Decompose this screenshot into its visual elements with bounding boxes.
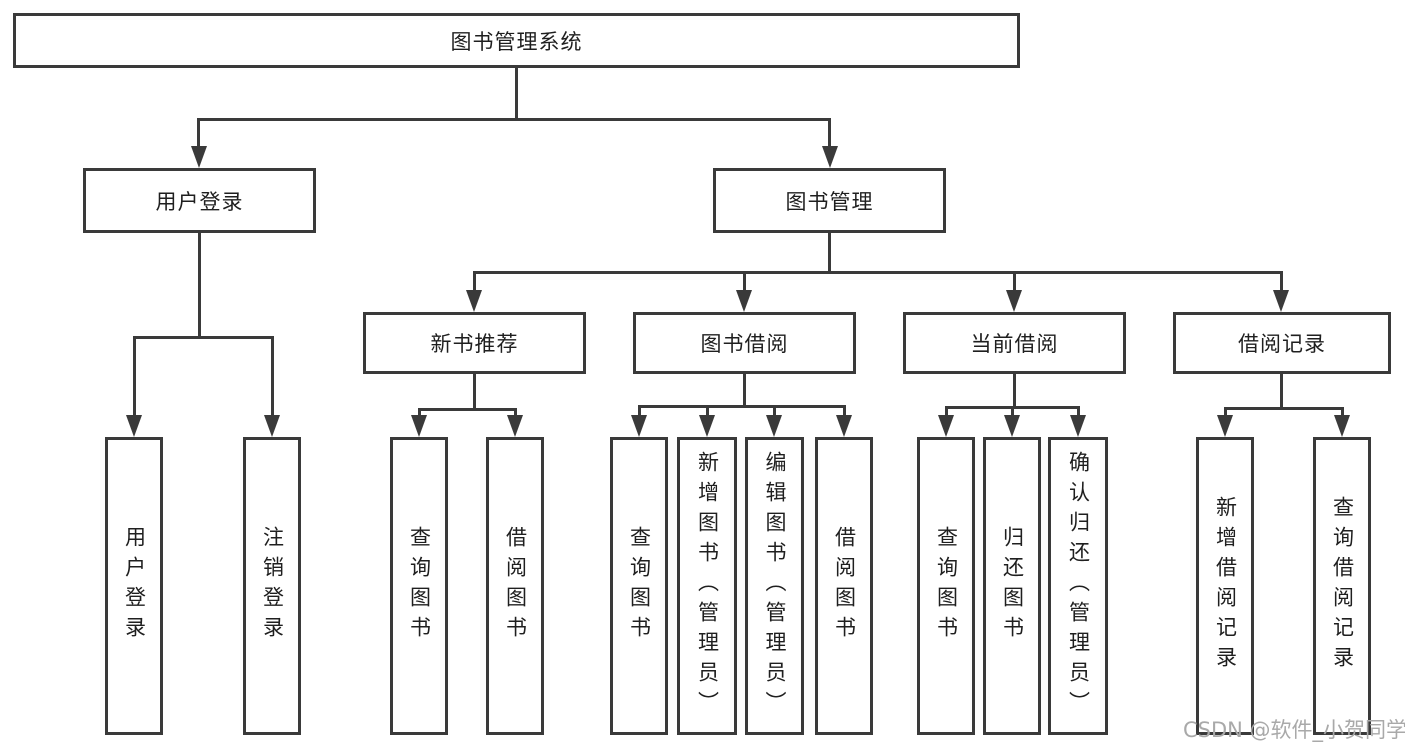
connector-line xyxy=(843,405,846,419)
arrowhead xyxy=(836,415,852,437)
connector-line xyxy=(514,408,517,420)
connector-line xyxy=(773,405,776,419)
leaf-confirm-return-admin-label: 确认归还（管理员） xyxy=(1066,451,1091,721)
arrowhead xyxy=(507,415,523,437)
connector-line xyxy=(1224,407,1344,410)
node-book-borrow-label: 图书借阅 xyxy=(700,332,789,356)
node-book-management-label: 图书管理 xyxy=(785,189,874,214)
leaf-borrow-books-recommend-label: 借阅图书 xyxy=(503,526,528,646)
node-root-label: 图书管理系统 xyxy=(450,29,583,54)
leaf-add-books-admin-label: 新增图书（管理员） xyxy=(695,451,720,721)
leaf-query-borrow-record-label: 查询借阅记录 xyxy=(1330,496,1355,676)
leaf-query-books-borrow-label: 查询图书 xyxy=(627,526,652,646)
connector-line xyxy=(271,336,274,419)
connector-line xyxy=(133,336,274,339)
leaf-logout-label: 注销登录 xyxy=(260,526,285,646)
node-new-book-recommend-label: 新书推荐 xyxy=(430,332,519,356)
node-new-book-recommend: 新书推荐 xyxy=(363,312,586,374)
arrowhead xyxy=(938,415,954,437)
csdn-watermark: CSDN @软件_小贺同学 xyxy=(1183,718,1405,742)
connector-line xyxy=(743,374,746,405)
connector-line xyxy=(515,68,518,118)
leaf-query-books-current: 查询图书 xyxy=(917,437,975,735)
node-book-borrow: 图书借阅 xyxy=(633,312,856,374)
connector-line xyxy=(1341,407,1344,419)
connector-line xyxy=(743,271,746,294)
leaf-edit-books-admin: 编辑图书（管理员） xyxy=(745,437,804,735)
connector-line xyxy=(198,233,201,336)
connector-line xyxy=(473,271,1283,274)
leaf-logout: 注销登录 xyxy=(243,437,301,735)
arrowhead xyxy=(411,415,427,437)
connector-line xyxy=(197,118,200,150)
connector-line xyxy=(1013,271,1016,294)
leaf-borrow-books-label: 借阅图书 xyxy=(832,526,857,646)
arrowhead xyxy=(1004,415,1020,437)
node-user-login-label: 用户登录 xyxy=(155,189,244,214)
node-current-borrow-label: 当前借阅 xyxy=(970,332,1059,356)
node-borrow-records: 借阅记录 xyxy=(1173,312,1391,374)
arrowhead xyxy=(466,290,482,312)
leaf-return-books-label: 归还图书 xyxy=(1000,526,1025,646)
leaf-borrow-books-recommend: 借阅图书 xyxy=(486,437,544,735)
arrowhead xyxy=(1334,415,1350,437)
arrowhead xyxy=(1006,290,1022,312)
arrowhead xyxy=(766,415,782,437)
arrowhead xyxy=(264,415,280,437)
connector-line xyxy=(945,406,948,419)
node-root: 图书管理系统 xyxy=(13,13,1020,68)
connector-line xyxy=(638,405,846,408)
arrowhead xyxy=(1273,290,1289,312)
leaf-query-borrow-record: 查询借阅记录 xyxy=(1313,437,1371,735)
connector-line xyxy=(1013,374,1016,406)
node-borrow-records-label: 借阅记录 xyxy=(1238,332,1326,356)
connector-line xyxy=(418,408,517,411)
connector-line xyxy=(1280,271,1283,294)
arrowhead xyxy=(736,290,752,312)
connector-line xyxy=(706,405,709,419)
leaf-query-books-recommend-label: 查询图书 xyxy=(407,526,432,646)
leaf-add-borrow-record-label: 新增借阅记录 xyxy=(1213,496,1238,676)
arrowhead xyxy=(1217,415,1233,437)
connector-line xyxy=(828,233,831,271)
leaf-return-books: 归还图书 xyxy=(983,437,1041,735)
connector-line xyxy=(1224,407,1227,419)
leaf-user-login-label: 用户登录 xyxy=(122,526,147,646)
arrowhead xyxy=(822,146,838,168)
leaf-query-books-recommend: 查询图书 xyxy=(390,437,448,735)
node-book-management: 图书管理 xyxy=(713,168,946,233)
connector-line xyxy=(418,408,421,420)
connector-line xyxy=(638,405,641,419)
node-current-borrow: 当前借阅 xyxy=(903,312,1126,374)
arrowhead xyxy=(126,415,142,437)
leaf-add-borrow-record: 新增借阅记录 xyxy=(1196,437,1254,735)
connector-line xyxy=(473,374,476,408)
arrowhead xyxy=(191,146,207,168)
leaf-user-login: 用户登录 xyxy=(105,437,163,735)
leaf-borrow-books: 借阅图书 xyxy=(815,437,873,735)
connector-line xyxy=(1280,374,1283,407)
node-user-login: 用户登录 xyxy=(83,168,316,233)
arrowhead xyxy=(631,415,647,437)
leaf-edit-books-admin-label: 编辑图书（管理员） xyxy=(763,451,787,721)
leaf-query-books-current-label: 查询图书 xyxy=(934,526,959,646)
leaf-add-books-admin: 新增图书（管理员） xyxy=(677,437,737,735)
leaf-query-books-borrow: 查询图书 xyxy=(610,437,668,735)
arrowhead xyxy=(1070,415,1086,437)
arrowhead xyxy=(699,415,715,437)
leaf-confirm-return-admin: 确认归还（管理员） xyxy=(1048,437,1108,735)
connector-line xyxy=(133,336,136,419)
connector-line xyxy=(197,118,831,121)
connector-line xyxy=(1077,406,1080,419)
connector-line xyxy=(828,118,831,150)
connector-line xyxy=(1011,406,1014,419)
connector-line xyxy=(473,271,476,294)
